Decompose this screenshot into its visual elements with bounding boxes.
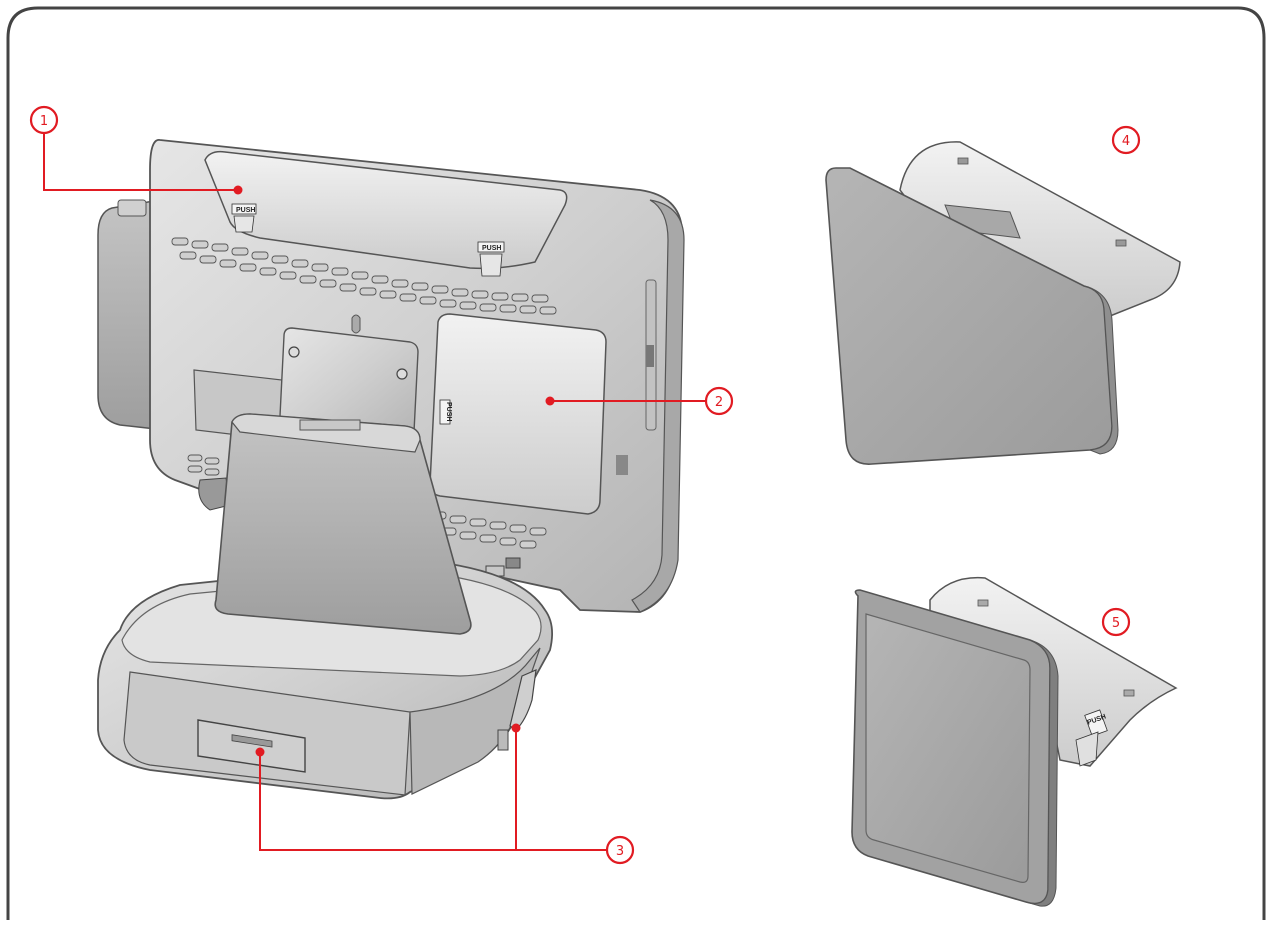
side-port-1 bbox=[646, 345, 654, 367]
leader-dot-3a bbox=[255, 747, 265, 757]
top-cover bbox=[204, 150, 568, 270]
callout-dots bbox=[233, 185, 555, 757]
leader-dot-1 bbox=[233, 185, 243, 195]
push-latch-1[interactable]: PUSH bbox=[231, 203, 257, 233]
port-bottom-2 bbox=[505, 557, 521, 569]
customer-display-accessory bbox=[825, 141, 1181, 465]
monitor-side bbox=[631, 199, 685, 613]
compartment-cover bbox=[429, 313, 607, 515]
push-latch-3[interactable]: PUSH bbox=[439, 399, 452, 425]
base-side-slot bbox=[497, 729, 509, 751]
leader-dot-3b bbox=[511, 723, 521, 733]
display-panel-edge bbox=[1083, 285, 1119, 455]
vesa-screw bbox=[396, 368, 408, 380]
frame-border bbox=[6, 6, 1266, 920]
bracket-hole bbox=[1115, 239, 1127, 247]
callout-marker-5: 5 bbox=[1101, 607, 1131, 637]
vesa-screw bbox=[288, 346, 300, 358]
push-latch-2[interactable]: PUSH bbox=[477, 241, 505, 277]
base-side-face bbox=[409, 647, 541, 795]
callout-number: 5 bbox=[1112, 616, 1120, 631]
lcd-edge bbox=[1025, 639, 1059, 907]
base-front-handle[interactable] bbox=[197, 719, 306, 773]
callout-number: 2 bbox=[715, 395, 723, 410]
stand-latch bbox=[299, 419, 361, 431]
main-terminal-rear-view: PUSH PUSH PUSH bbox=[97, 139, 685, 800]
side-port-2 bbox=[616, 455, 628, 475]
side-module bbox=[97, 199, 166, 431]
handle-grip bbox=[231, 734, 273, 748]
bracket-hole bbox=[957, 157, 969, 165]
callout-marker-4: 4 bbox=[1111, 125, 1141, 155]
callout-marker-1: 1 bbox=[29, 105, 59, 135]
display-bracket bbox=[899, 141, 1181, 321]
mount-keyhole bbox=[351, 314, 361, 334]
push-label: PUSH bbox=[236, 207, 255, 214]
leader-dot-2 bbox=[545, 396, 555, 406]
callout-lines bbox=[43, 133, 705, 851]
callout-marker-3: 3 bbox=[605, 835, 635, 865]
push-latch-4[interactable]: PUSH bbox=[1075, 709, 1108, 767]
lcd-bracket-hole bbox=[1123, 689, 1135, 697]
callout-number: 3 bbox=[616, 844, 624, 859]
lcd-bracket-hole bbox=[977, 599, 989, 607]
secondary-lcd-accessory: PUSH bbox=[851, 576, 1178, 907]
callout-marker-2: 2 bbox=[704, 386, 734, 416]
leader-line-1 bbox=[43, 133, 238, 191]
leader-line-3a bbox=[259, 752, 608, 851]
lcd-screen bbox=[865, 613, 1031, 883]
callout-number: 4 bbox=[1122, 134, 1130, 149]
push-label: PUSH bbox=[445, 402, 452, 421]
stand-neck-top bbox=[231, 413, 421, 453]
callout-number: 1 bbox=[40, 114, 48, 129]
side-module-cap bbox=[117, 199, 147, 217]
push-label: PUSH bbox=[482, 245, 501, 252]
